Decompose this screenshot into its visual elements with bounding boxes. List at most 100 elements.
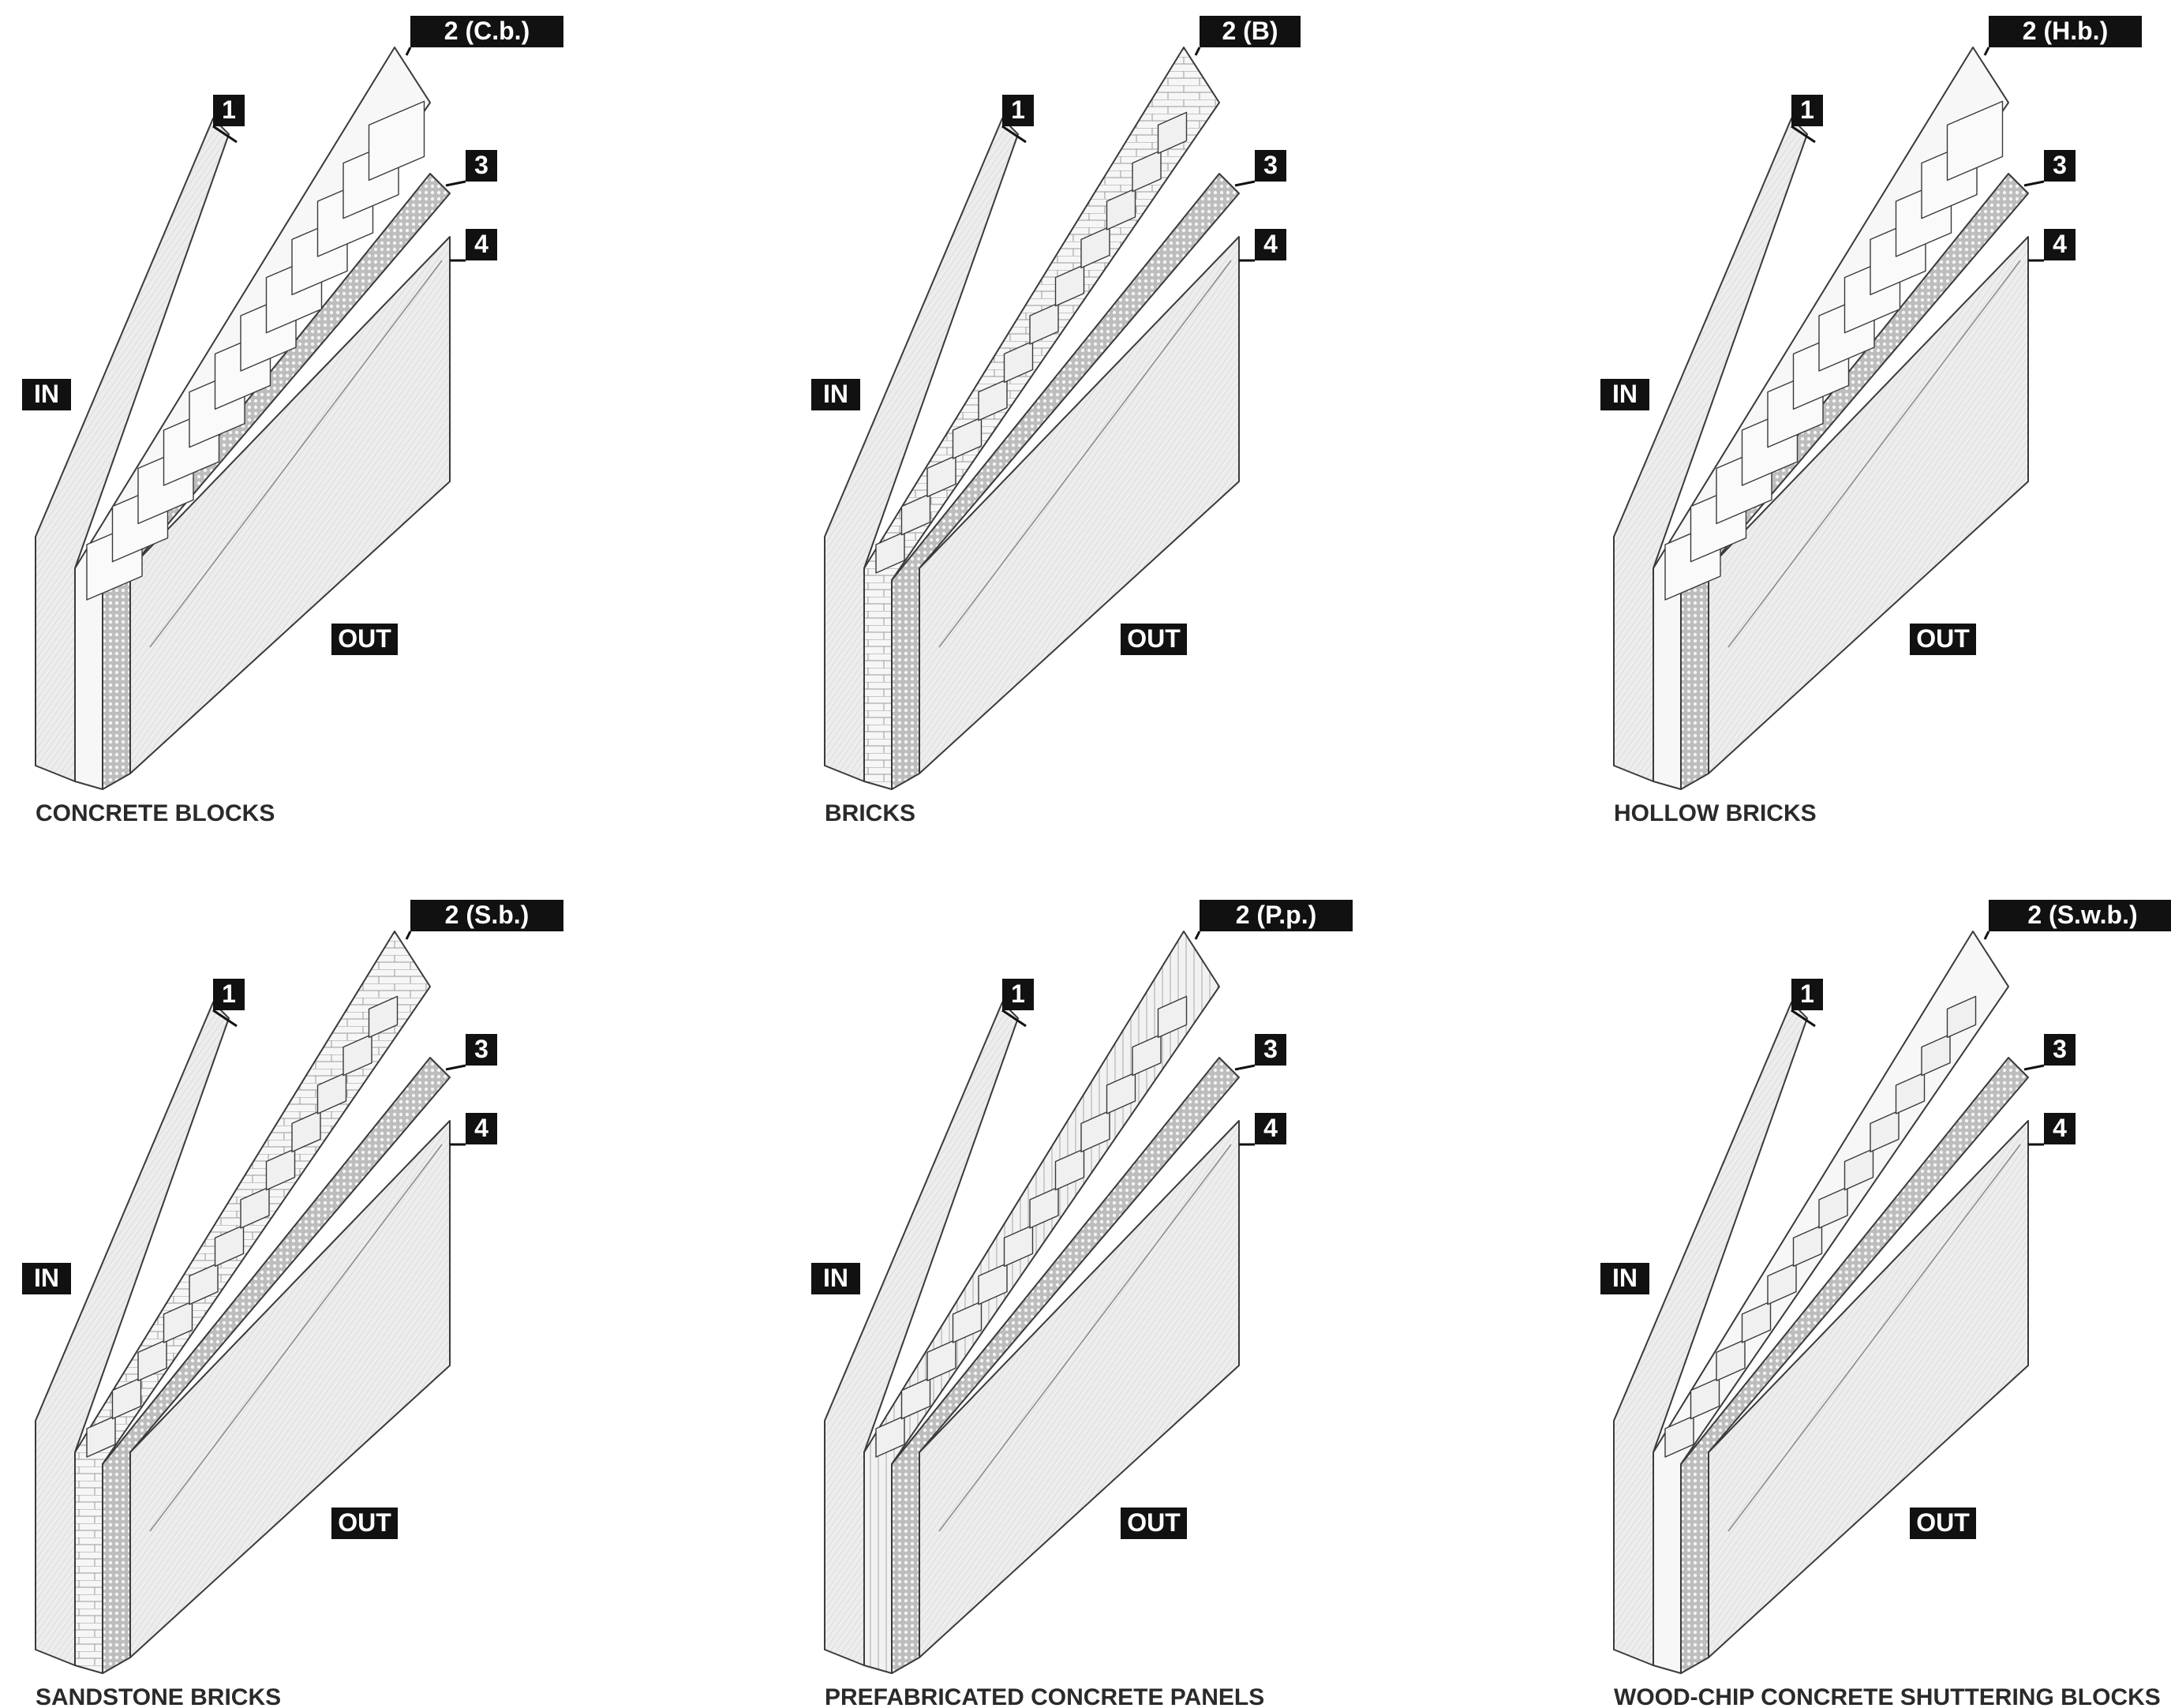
label-layer-1-text: 1 [1011,979,1025,1008]
label-layer-2: 2 (P.p.) [1194,900,1353,940]
label-layer-4-text: 4 [474,230,488,258]
label-in: IN [22,379,71,410]
masonry-unit [1946,995,1977,1039]
label-layer-4-box [1255,1113,1286,1144]
label-in: IN [1600,1263,1649,1294]
label-layer-1: 1 [1791,979,1823,1028]
label-layer-4-text: 4 [1263,230,1278,258]
label-layer-2-text: 2 (H.b.) [2023,17,2108,45]
label-layer-4-text: 4 [2053,230,2067,258]
masonry-unit [926,455,956,498]
label-layer-2-text: 2 (S.b.) [445,901,530,929]
masonry-unit [1921,1033,1951,1077]
masonry-unit [1157,111,1188,155]
label-layer-3: 3 [2023,150,2076,187]
label-out-box [1910,1508,1976,1539]
label-layer-2-box [1989,900,2171,931]
masonry-unit [1132,149,1162,193]
label-layer-2: 2 (H.b.) [1983,16,2142,56]
label-layer-2-box [1200,16,1301,47]
label-out: OUT [331,1508,398,1539]
label-out-box [331,624,398,655]
masonry-unit [111,1377,142,1420]
masonry-unit [1106,188,1136,230]
masonry-unit [291,1110,321,1153]
label-layer-3: 3 [445,1034,497,1071]
masonry-unit [342,1033,372,1077]
masonry-unit [926,1339,956,1382]
label-out-text: OUT [1127,1508,1181,1537]
label-layer-2: 2 (B) [1194,16,1301,56]
panel-caption: WOOD-CHIP CONCRETE SHUTTERING BLOCKS [1614,1684,2161,1708]
layer-render [1708,1120,2029,1658]
label-layer-3-leader [2023,1064,2045,1071]
label-layer-1-box [1791,979,1823,1010]
masonry-unit [952,1301,983,1343]
label-layer-2: 2 (S.w.b.) [1983,900,2171,940]
masonry-unit [1664,1415,1694,1458]
masonry-unit [1946,100,2004,182]
label-layer-1-leader [1001,125,1027,144]
masonry-unit [1870,1110,1900,1153]
label-layer-1-box [1002,95,1034,126]
masonry-unit [1741,1301,1772,1343]
masonry-unit [1029,302,1059,345]
masonry-unit [1029,1186,1059,1229]
label-layer-2-box [1200,900,1353,931]
layer-render [1708,236,2029,774]
label-layer-3-leader [2023,180,2045,187]
label-layer-3-box [1255,150,1286,182]
label-in-box [811,379,860,410]
masonry-unit [1895,1072,1926,1114]
label-layer-2-box [1989,16,2142,47]
label-out-text: OUT [1916,624,1970,653]
label-layer-4-text: 4 [2053,1114,2067,1142]
label-in-box [22,1263,71,1294]
label-layer-4: 4 [1239,229,1286,262]
label-layer-4: 4 [1239,1113,1286,1146]
masonry-unit [163,1301,193,1343]
label-layer-1-leader [1001,1009,1027,1028]
label-in-text: IN [34,1264,59,1292]
label-layer-3-text: 3 [474,1035,488,1063]
label-layer-2-box [410,16,563,47]
label-in-box [1600,1263,1649,1294]
label-out: OUT [331,624,398,655]
masonry-unit [240,1186,270,1229]
label-layer-2-text: 2 (P.p.) [1236,901,1317,929]
masonry-unit [214,1224,245,1268]
label-in-text: IN [823,1264,848,1292]
label-out-text: OUT [1127,624,1181,653]
label-layer-3-box [1255,1034,1286,1066]
label-layer-4-box [466,1113,497,1144]
label-in-text: IN [1612,1264,1638,1292]
layer-render [129,1120,451,1658]
masonry-unit [1003,1224,1034,1268]
label-layer-3-text: 3 [2053,1035,2067,1063]
label-out-text: OUT [338,1508,391,1537]
label-out: OUT [1910,624,1976,655]
layer-render [919,1120,1240,1658]
label-out-box [1910,624,1976,655]
panel-caption: SANDSTONE BRICKS [36,1684,281,1708]
masonry-unit [1054,1148,1085,1191]
masonry-unit [316,1072,347,1114]
masonry-unit [1792,1224,1823,1268]
label-layer-1-box [213,95,245,126]
label-layer-3-box [466,1034,497,1066]
panel-caption: PREFABRICATED CONCRETE PANELS [825,1684,1264,1708]
masonry-unit [1843,1148,1874,1191]
label-layer-2-text: 2 (S.w.b.) [2027,901,2137,929]
masonry-unit [1132,1033,1162,1077]
label-layer-2-leader [1194,47,1201,56]
label-layer-2-text: 2 (C.b.) [444,17,530,45]
label-in: IN [811,379,860,410]
label-in-box [22,379,71,410]
masonry-unit [368,995,399,1039]
label-layer-3-box [2044,1034,2076,1066]
label-layer-3-box [2044,150,2076,182]
